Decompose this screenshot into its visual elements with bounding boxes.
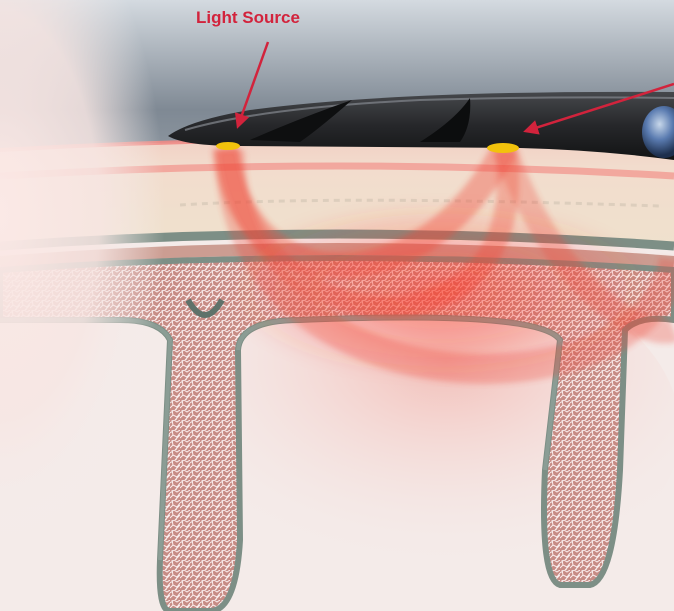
light-source-label: Light Source	[196, 8, 346, 28]
light-source-emitter	[216, 142, 240, 150]
left-fade-overlay	[0, 0, 300, 611]
detector-emitter	[487, 143, 519, 153]
